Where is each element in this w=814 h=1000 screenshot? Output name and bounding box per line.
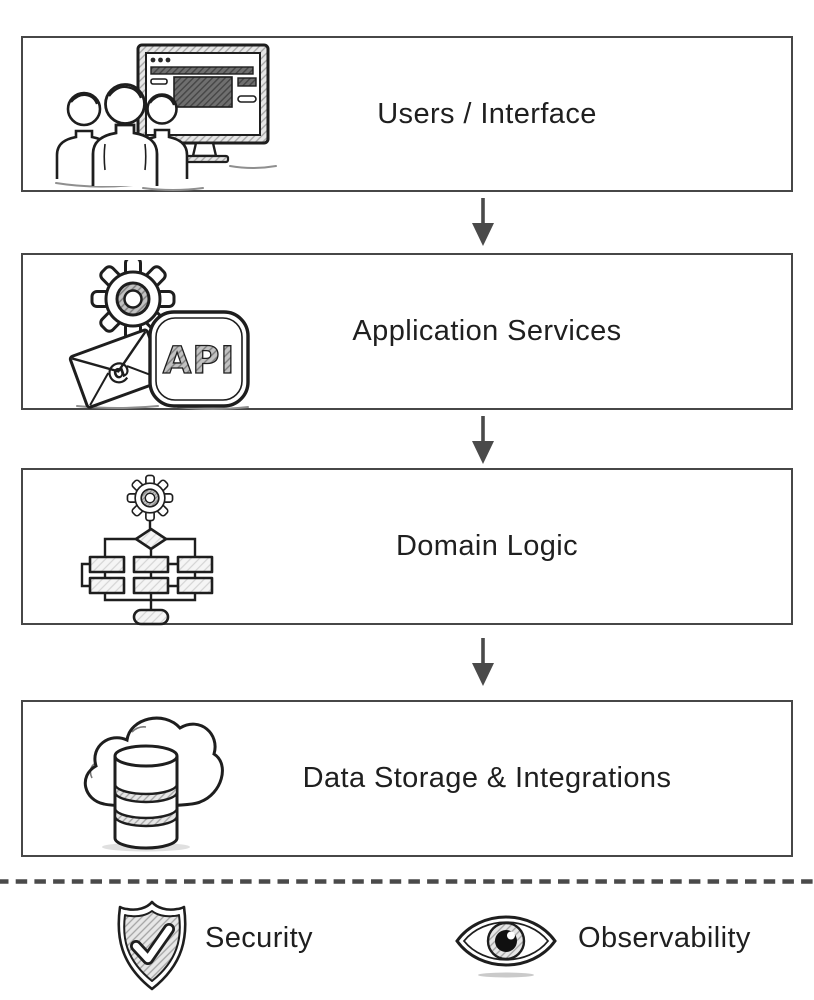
layer-box-domain-logic: Domain Logic [21,468,793,626]
eye-icon [455,915,557,978]
shield-check-icon [117,900,187,991]
layer-box-application-services: @ API Application Services [21,253,793,410]
api-badge-icon: API [148,310,250,408]
dashed-divider [0,879,814,884]
layer-label-domain-logic: Domain Logic [395,530,579,562]
layer-label-data-storage: Data Storage & Integrations [302,762,672,794]
users-monitor-icon [55,43,277,191]
shadow [478,972,534,978]
api-label: API [163,339,236,382]
legend-label-observability: Observability [578,921,751,954]
gear-icon [126,474,174,522]
cloud-database-icon [83,716,224,852]
gear-flowchart-icon [80,474,214,626]
layer-label-users-interface: Users / Interface [377,97,597,130]
layer-box-data-storage: Data Storage & Integrations [21,700,793,857]
down-arrow-icon [472,198,494,246]
person-icon [91,83,159,186]
database-icon [113,744,179,850]
layer-label-application-services: Application Services [352,315,622,347]
layer-box-users-interface: Users / Interface [21,36,793,192]
down-arrow-icon [472,416,494,464]
down-arrow-icon [472,638,494,686]
legend-label-security: Security [205,921,313,954]
envelope-icon: @ [68,328,166,409]
gear-mail-api-icon: @ API [68,260,250,410]
flowchart-nodes [88,527,214,626]
